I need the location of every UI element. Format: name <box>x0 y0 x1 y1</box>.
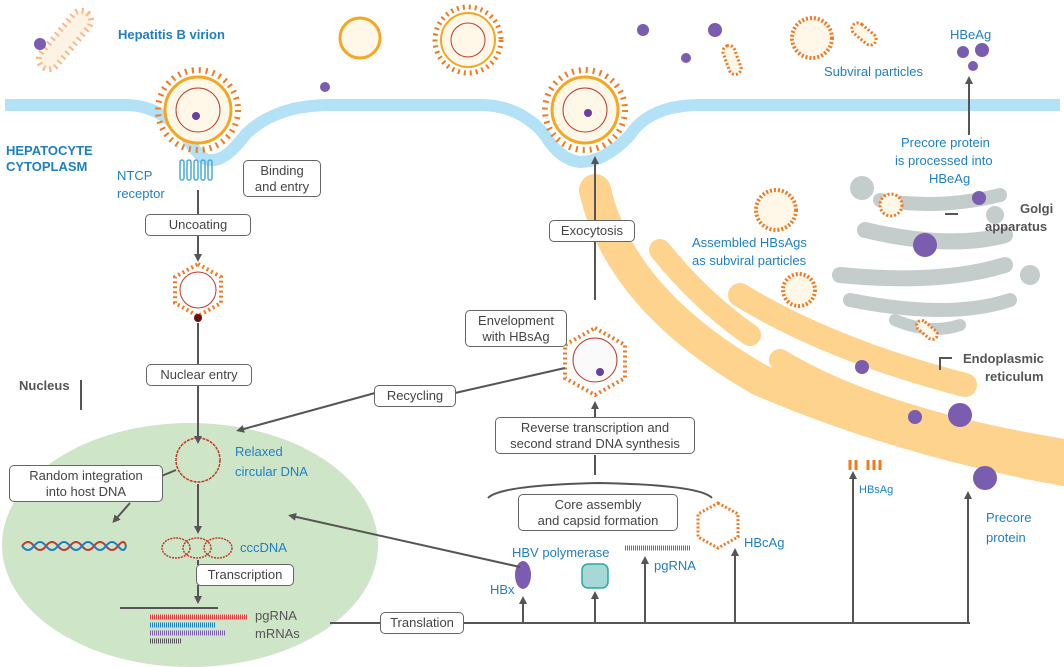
er-label-2: reticulum <box>985 369 1044 384</box>
pgrna-label: pgRNA <box>654 558 696 573</box>
step-translation: Translation <box>380 612 464 634</box>
er-label-1: Endoplasmic <box>963 351 1044 366</box>
precore-processed-1: Precore protein <box>901 135 990 150</box>
assembled-label-1: Assembled HBsAgs <box>692 235 807 250</box>
hbv-virion-free <box>338 4 504 76</box>
step-core-line1: Core assembly <box>554 497 642 512</box>
ntcp-receptor <box>179 159 213 181</box>
cell-membrane <box>5 99 1060 169</box>
ntcp-label-2: receptor <box>117 186 165 201</box>
capsid-envelopment <box>563 325 627 398</box>
assembled-label-2: as subviral particles <box>692 253 807 268</box>
step-core-assembly: Core assembly and capsid formation <box>518 494 678 532</box>
cytoplasm-label-2: CYTOPLASM <box>6 159 88 174</box>
relaxed-circular-dna <box>175 437 221 483</box>
precore-processed-3: HBeAg <box>929 171 971 186</box>
hbcag-capsid <box>696 501 740 550</box>
pgrna-nucleus-label: pgRNA <box>255 608 297 623</box>
step-binding-entry: Binding and entry <box>243 160 321 198</box>
hbeag-proteins <box>34 23 997 490</box>
hbv-virion-exit <box>542 67 628 153</box>
polymerase-label: HBV polymerase <box>512 545 610 560</box>
hbsag-on-er <box>848 460 882 470</box>
hbv-virion-binding <box>155 67 241 153</box>
step-binding-line1: Binding <box>260 163 304 178</box>
step-random-integration: Random integration into host DNA <box>9 465 163 503</box>
step-exocytosis: Exocytosis <box>549 220 635 242</box>
cccdna-label: cccDNA <box>240 540 287 555</box>
filamentous-particle <box>35 7 95 73</box>
precore-processed-2: is processed into <box>895 153 993 168</box>
ntcp-label-1: NTCP <box>117 168 153 183</box>
subviral-label: Subviral particles <box>824 64 923 79</box>
step-random-line1: Random integration <box>29 468 143 483</box>
mrnas-label: mRNAs <box>255 626 300 641</box>
precore-label-1: Precore <box>986 510 1032 525</box>
step-recycling: Recycling <box>374 385 456 407</box>
step-reverse-line1: Reverse transcription and <box>520 420 670 435</box>
hbeag-top-label: HBeAg <box>950 27 992 42</box>
hbx-label: HBx <box>490 582 515 597</box>
step-envelopment-line1: Envelopment <box>478 313 554 328</box>
capsid-uncoated <box>173 261 223 322</box>
precore-label-2: protein <box>986 530 1026 545</box>
step-transcription: Transcription <box>196 564 294 586</box>
step-nuclear-entry: Nuclear entry <box>146 364 252 386</box>
step-envelopment-line2: with HBsAg <box>482 328 550 344</box>
step-reverse-line2: second strand DNA synthesis <box>510 435 680 451</box>
hbx-protein <box>515 561 531 589</box>
step-uncoating: Uncoating <box>145 214 251 236</box>
cytoplasm-label-1: HEPATOCYTE <box>6 143 93 158</box>
step-reverse-transcription: Reverse transcription and second strand … <box>495 417 695 455</box>
cccdna <box>161 537 233 559</box>
hbv-polymerase-protein <box>581 563 609 589</box>
hbsag-label: HBsAg <box>859 484 894 496</box>
golgi-apparatus <box>832 188 1017 335</box>
subviral-particles <box>721 16 939 341</box>
virion-label: Hepatitis B virion <box>118 27 225 42</box>
rcdna-label-2: circular DNA <box>235 464 308 479</box>
host-dna <box>21 541 127 551</box>
rcdna-label-1: Relaxed <box>235 444 283 459</box>
hbcag-label: HBcAg <box>744 535 785 550</box>
golgi-label-2: apparatus <box>985 219 1048 234</box>
step-binding-line2: and entry <box>254 178 310 194</box>
step-random-line2: into host DNA <box>45 483 127 499</box>
step-envelopment: Envelopment with HBsAg <box>465 310 567 348</box>
step-core-line2: and capsid formation <box>537 512 659 528</box>
nucleus-label: Nucleus <box>19 378 70 393</box>
endoplasmic-reticulum <box>579 174 1064 486</box>
rna-transcripts <box>120 545 690 644</box>
golgi-label-1: Golgi <box>1020 201 1054 216</box>
